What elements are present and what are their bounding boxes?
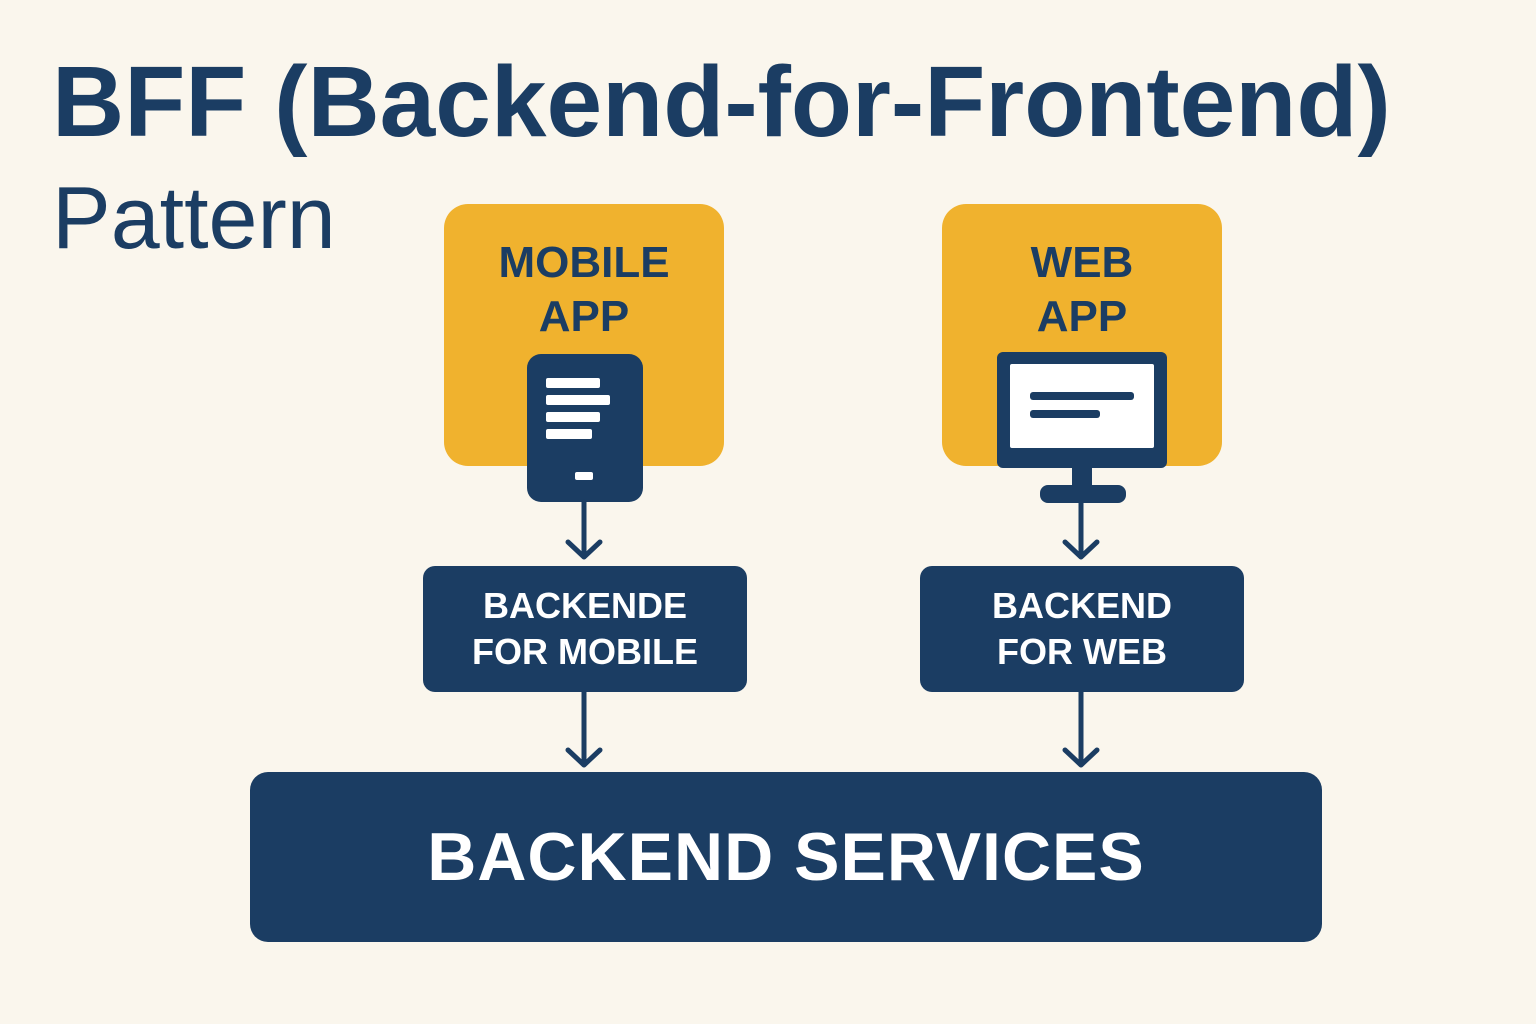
mobile-app-card: MOBILE APP — [444, 204, 724, 466]
arrow-mobile-to-bff — [565, 499, 603, 560]
web-app-label-line1: WEB — [1030, 238, 1134, 287]
bff-mobile-box: BACKENDE FOR MOBILE — [423, 566, 747, 692]
mobile-app-label-line2: APP — [538, 292, 630, 341]
web-app-label-line2: APP — [1036, 292, 1128, 341]
smartphone-icon — [527, 354, 643, 502]
bff-mobile-label-line2: FOR MOBILE — [472, 631, 698, 672]
arrow-bff-mobile-to-services — [565, 689, 603, 768]
arrow-bff-web-to-services — [1062, 689, 1100, 768]
arrow-web-to-bff — [1062, 500, 1100, 560]
backend-services-box: BACKEND SERVICES — [250, 772, 1322, 942]
bff-web-label-line2: FOR WEB — [997, 631, 1167, 672]
mobile-app-label: MOBILE APP — [444, 236, 724, 344]
monitor-icon — [997, 352, 1167, 503]
diagram-subtitle: Pattern — [52, 168, 336, 267]
bff-web-label-line1: BACKEND — [992, 585, 1172, 626]
diagram-title: BFF (Backend-for-Frontend) — [52, 46, 1391, 158]
web-app-label: WEB APP — [942, 236, 1222, 344]
backend-services-label: BACKEND SERVICES — [427, 819, 1145, 895]
bff-mobile-label-line1: BACKENDE — [482, 585, 687, 626]
mobile-app-label-line1: MOBILE — [498, 238, 670, 287]
bff-web-box: BACKEND FOR WEB — [920, 566, 1244, 692]
